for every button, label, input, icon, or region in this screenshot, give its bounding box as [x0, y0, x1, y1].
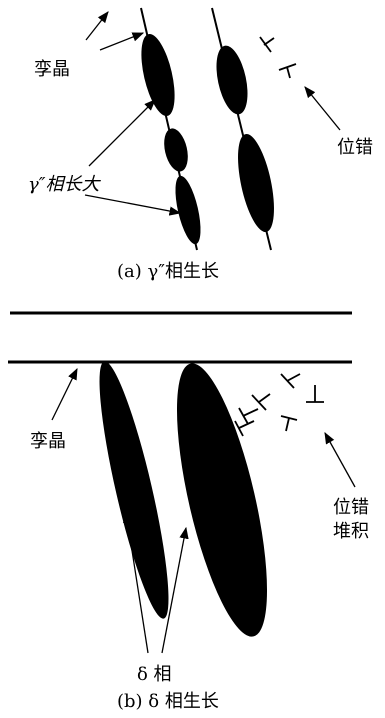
twin-label-a: 孪晶 [34, 59, 70, 80]
panel-a: 孪晶 γ″相长大 位错 (a) γ″相生长 [28, 7, 373, 282]
dislocation-symbol [280, 373, 301, 389]
dislocation-pileup [234, 373, 324, 437]
twin-label-b: 孪晶 [30, 431, 66, 452]
dislocation-symbol [278, 63, 297, 79]
dislocation-label-a: 位错 [337, 137, 373, 158]
delta-arrow-right [161, 526, 189, 654]
delta-plate [99, 361, 169, 619]
gamma-arrow-lower [84, 194, 182, 216]
dislocation-symbol [234, 420, 255, 437]
caption-a: (a) γ″相生长 [117, 261, 219, 282]
delta-label: δ 相 [137, 664, 172, 685]
gamma-arrow-upper [88, 99, 156, 167]
dislocation-symbol [280, 415, 298, 432]
twin-arrow-b [51, 367, 78, 421]
dislocation-symbol [238, 407, 259, 425]
dislocation-arrow [304, 86, 341, 131]
gamma-precipitate [141, 33, 175, 117]
dislocation-label-b-1: 位错 [333, 497, 369, 518]
gamma-label: γ″相长大 [28, 174, 101, 195]
twin-arrow-up [85, 11, 109, 41]
caption-b: (b) δ 相生长 [117, 691, 219, 712]
dislocation-symbol [259, 36, 275, 53]
dislocation-label-b-2: 堆积 [333, 521, 369, 542]
gamma-precipitate [238, 133, 274, 233]
dislocation-symbol [251, 393, 271, 411]
delta-arrow-left [122, 510, 149, 654]
gamma-precipitate [216, 45, 248, 115]
gamma-precipitate [164, 128, 188, 172]
dislocation-arrow-b [324, 431, 356, 488]
delta-plate [176, 363, 268, 637]
twin-arrow [99, 32, 145, 51]
dislocation-symbol [306, 385, 324, 403]
gamma-precipitate [175, 175, 201, 245]
panel-b: 孪晶 位错 堆积 δ 相 (b) δ 相生长 [8, 360, 369, 712]
